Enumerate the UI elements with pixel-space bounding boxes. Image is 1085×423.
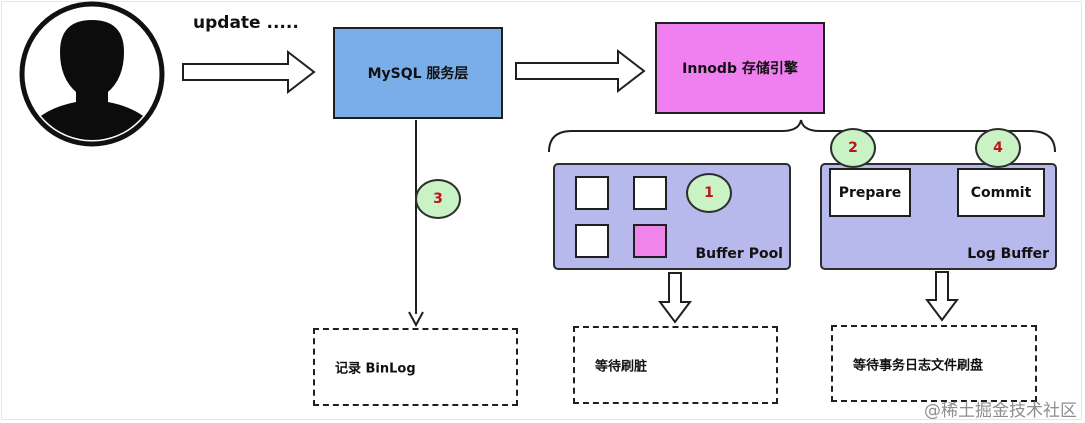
- step-badge-3: 3: [415, 179, 461, 219]
- buffer-page: [575, 176, 609, 210]
- buffer-page-dirty: [633, 224, 667, 258]
- binlog-output-label: 记录 BinLog: [335, 361, 416, 377]
- binlog-output-box: 记录 BinLog: [313, 328, 518, 406]
- buffer-page: [575, 224, 609, 258]
- flush-dirty-output-label: 等待刷脏: [595, 359, 648, 375]
- hollow-arrow-bufferpool-down: [658, 272, 692, 324]
- log-flush-output-label: 等待事务日志文件刷盘: [853, 358, 984, 373]
- hollow-arrow-logbuffer-down: [925, 271, 959, 322]
- flush-dirty-output-box: 等待刷脏: [573, 326, 778, 404]
- prepare-box: Prepare: [829, 168, 911, 217]
- log-buffer-label: Log Buffer: [967, 246, 1049, 262]
- watermark: @稀土掘金技术社区: [924, 401, 1077, 421]
- hollow-arrow-mysql-to-innodb: [515, 48, 646, 94]
- hollow-arrow-user-to-mysql: [182, 49, 316, 95]
- update-caption: update .....: [193, 13, 299, 33]
- step-badge-4: 4: [975, 128, 1021, 168]
- innodb-engine-box: Innodb 存储引擎: [655, 22, 825, 114]
- step-badge-1: 1: [686, 173, 732, 213]
- binlog-arrowhead: [408, 311, 424, 328]
- curly-brace: [548, 119, 1056, 153]
- log-flush-output-box: 等待事务日志文件刷盘: [831, 325, 1037, 402]
- buffer-pool-panel: Buffer Pool: [553, 163, 791, 270]
- step-badge-2: 2: [830, 128, 876, 168]
- buffer-pool-label: Buffer Pool: [695, 246, 783, 262]
- mysql-layer-box: MySQL 服务层: [333, 27, 503, 119]
- buffer-page: [633, 176, 667, 210]
- commit-box: Commit: [957, 168, 1045, 217]
